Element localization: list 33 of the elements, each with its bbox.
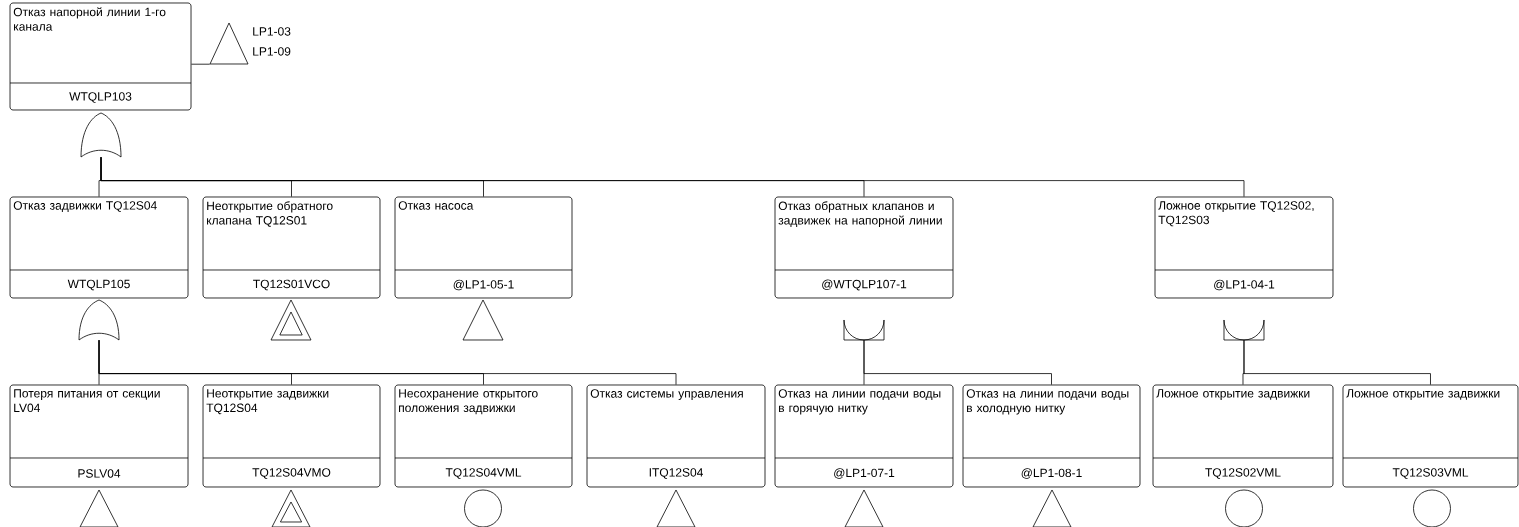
connector-line — [100, 156, 1245, 197]
event-box: Ложное открытие TQ12S02, TQ12S03 @LP1-04-1 — [1154, 196, 1334, 299]
event-box: Потеря питания от секции LV04 PSLV04 — [9, 384, 189, 488]
code-label: LP1-09 — [253, 47, 291, 56]
event-box: Отказ системы управления ITQ12S04 — [586, 384, 766, 488]
transfer-triangle — [656, 489, 696, 527]
transfer-triangle — [462, 299, 504, 341]
transfer-triangle — [1032, 489, 1072, 527]
event-box: Неоткрытие задвижки TQ12S04 TQ12S04VMO — [202, 384, 381, 488]
event-box: Несохранение открытого положения задвижки TQ12S04VML — [394, 384, 573, 488]
event-box: Неоткрытие обратного клапана TQ12S01 TQ12S01VCO — [202, 196, 381, 299]
connector-line — [191, 63, 211, 65]
transfer-triangle — [79, 489, 119, 527]
double-triangle-symbol — [270, 299, 312, 341]
transfer-triangle — [209, 22, 249, 65]
or-gate-symbol — [78, 299, 120, 341]
transfer-triangle — [844, 489, 884, 527]
event-box: Ложное открытие задвижки TQ12S02VML — [1152, 384, 1334, 488]
event-box: Отказ насоса @LP1-05-1 — [394, 196, 573, 299]
event-box: Отказ задвижки TQ12S04 WTQLP105 — [9, 196, 189, 299]
event-box: Ложное открытие задвижки TQ12S03VML — [1342, 384, 1519, 488]
double-triangle-symbol — [271, 489, 311, 527]
and-gate-symbol — [1223, 319, 1265, 341]
event-box: Отказ на линии подачи воды в горячую нитку @LP1-07-1 — [774, 384, 954, 488]
code-label: LP1-03 — [253, 27, 291, 36]
event-box: Отказ обратных клапанов и задвижек на напорной линии @WTQLP107-1 — [774, 196, 954, 299]
and-gate-symbol — [843, 319, 885, 341]
connector-line — [98, 339, 677, 385]
or-gate-symbol — [80, 112, 122, 158]
event-box: Отказ на линии подачи воды в холодную нитку @LP1-08-1 — [962, 384, 1141, 488]
event-box: Отказ напорной линии 1-го канала WTQLP103 — [9, 2, 192, 111]
connector-line — [1243, 339, 1431, 385]
connector-line — [863, 339, 1052, 385]
